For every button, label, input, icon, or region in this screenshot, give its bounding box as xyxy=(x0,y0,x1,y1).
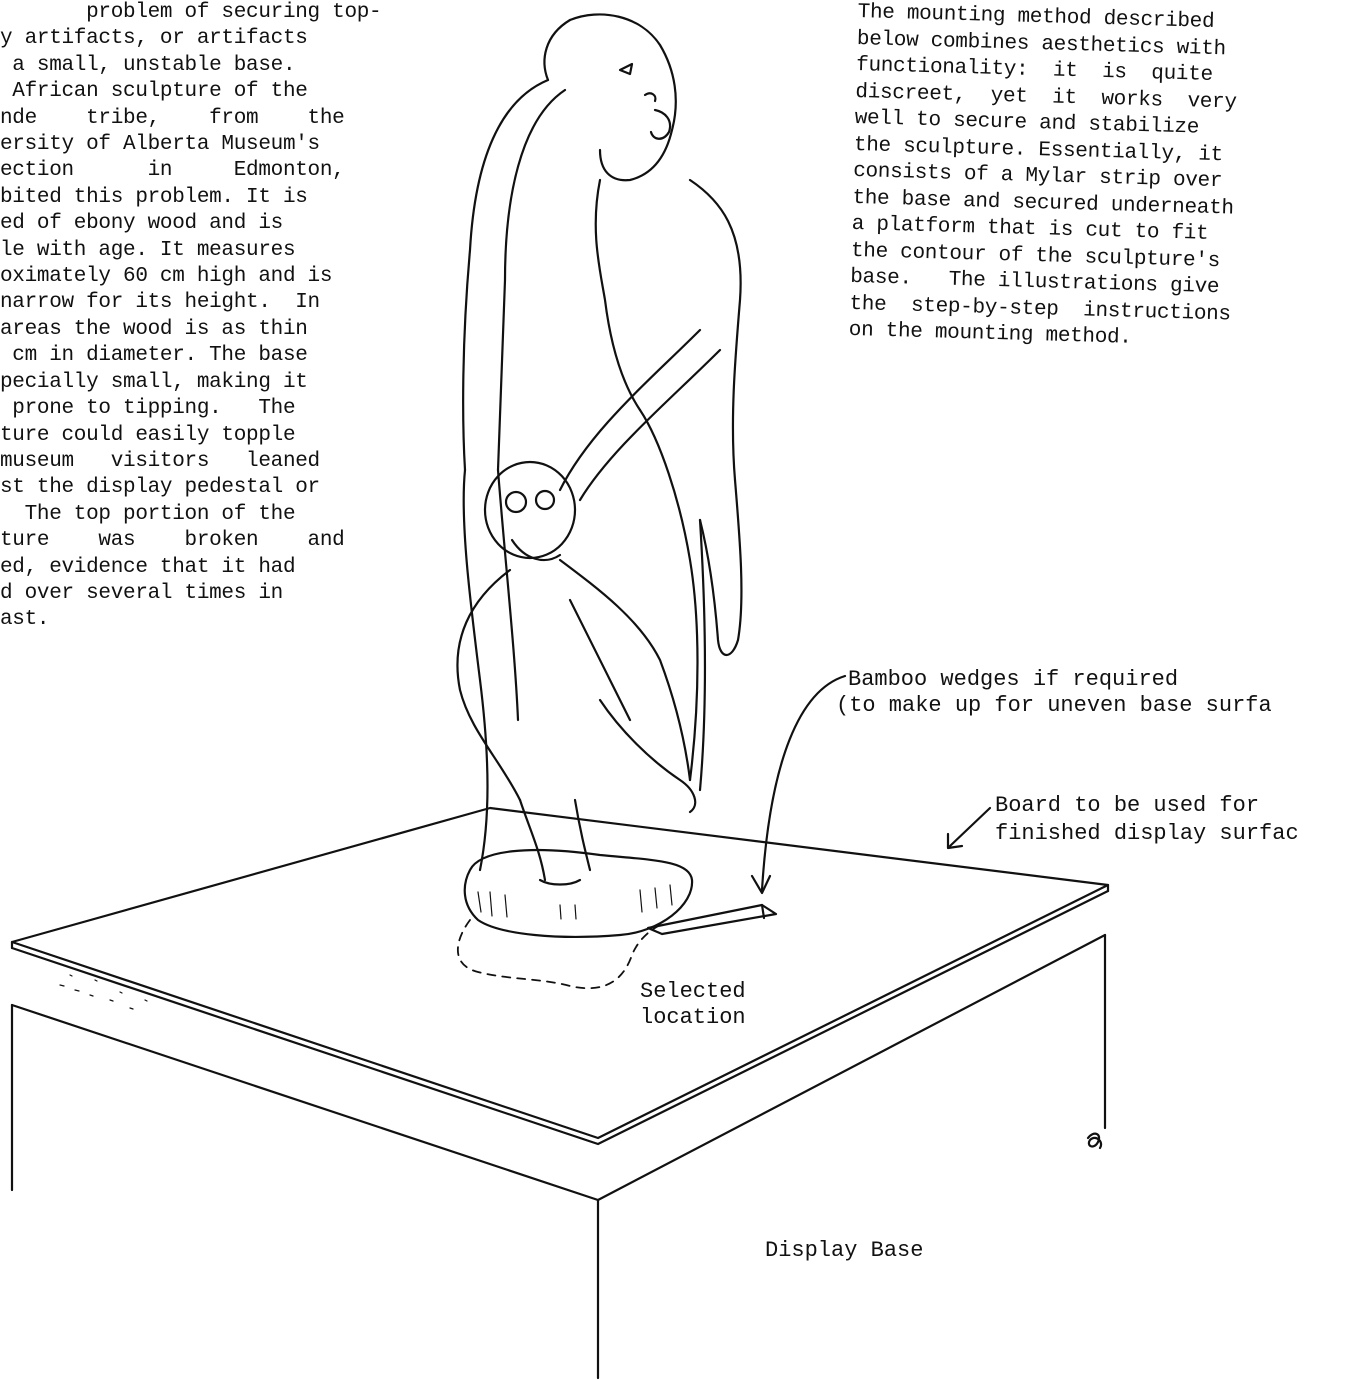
display-base-label: Display Base xyxy=(765,1237,923,1264)
board-label-line1: Board to be used for xyxy=(995,792,1259,819)
left-text-line: ast. xyxy=(0,607,400,633)
selected-location-label-line1: Selected xyxy=(640,978,746,1005)
left-text-line: st the display pedestal or xyxy=(0,475,400,501)
left-text-line: areas the wood is as thin xyxy=(0,317,400,343)
left-text-line: ersity of Alberta Museum's xyxy=(0,132,400,158)
left-text-line: bited this problem. It is xyxy=(0,185,400,211)
left-text-line: museum visitors leaned xyxy=(0,449,400,475)
left-text-line: d over several times in xyxy=(0,581,400,607)
left-text-line: pecially small, making it xyxy=(0,370,400,396)
wedges-label-line1: Bamboo wedges if required xyxy=(848,666,1178,693)
selected-location-label-line2: location xyxy=(640,1004,746,1031)
board-leader-arrow xyxy=(950,808,990,846)
left-text-line: a small, unstable base. xyxy=(0,53,400,79)
left-text-line: nde tribe, from the xyxy=(0,106,400,132)
display-board xyxy=(12,808,1108,1144)
left-text-line: prone to tipping. The xyxy=(0,396,400,422)
left-text-line: The top portion of the xyxy=(0,502,400,528)
left-text-line: African sculpture of the xyxy=(0,79,400,105)
wedges-label-line2: (to make up for uneven base surfa xyxy=(836,692,1272,719)
left-text-line: ection in Edmonton, xyxy=(0,158,400,184)
left-text-line: le with age. It measures xyxy=(0,238,400,264)
left-text-line: y artifacts, or artifacts xyxy=(0,26,400,52)
left-text-line: problem of securing top- xyxy=(0,0,400,26)
left-text-line: ed of ebony wood and is xyxy=(0,211,400,237)
display-base-pedestal xyxy=(12,935,1105,1378)
selected-location-outline xyxy=(458,920,660,988)
left-text-line: ture was broken and xyxy=(0,528,400,554)
board-label-line2: finished display surfac xyxy=(995,820,1299,847)
sculpture xyxy=(457,14,741,936)
left-text-line: oximately 60 cm high and is xyxy=(0,264,400,290)
left-text-line: narrow for its height. In xyxy=(0,290,400,316)
left-text-line: ture could easily topple xyxy=(0,423,400,449)
left-text-column: problem of securing top-y artifacts, or … xyxy=(0,0,400,634)
left-text-line: cm in diameter. The base xyxy=(0,343,400,369)
wedges-leader-arrow xyxy=(762,676,845,890)
left-text-line: ed, evidence that it had xyxy=(0,555,400,581)
